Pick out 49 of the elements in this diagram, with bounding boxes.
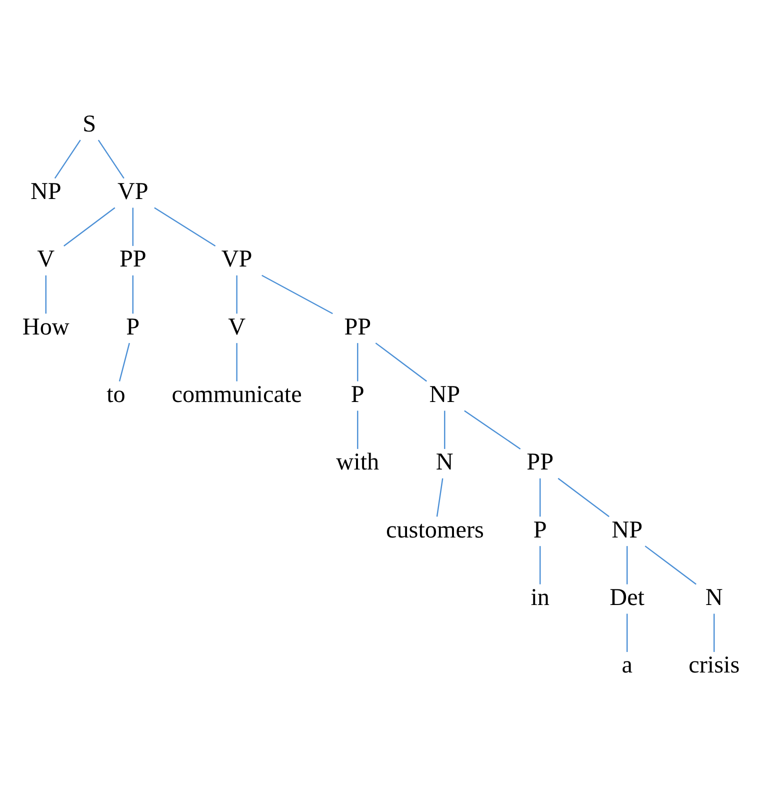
node-text: a [622,652,632,679]
connector [262,274,333,314]
connector [436,478,444,517]
connector [540,478,541,517]
connector [236,343,238,382]
node-text: with [336,448,380,476]
node-text: S [82,110,96,138]
node-text: P [350,381,364,408]
node-text: NP [429,381,460,408]
connector [375,342,427,382]
connector [357,343,358,382]
connector [132,275,134,314]
connector [714,614,715,652]
node-text: PP [344,313,372,340]
node-text: Det [610,584,645,612]
node-text: PP [526,448,554,476]
connector [444,410,446,449]
node-text: NP [30,178,62,206]
connector [464,410,521,450]
node-text: V [228,313,246,340]
node-text: PP [119,246,146,273]
node-text: crisis [688,652,740,679]
node-text: NP [612,516,643,544]
node-text: VP [117,178,148,206]
node-text: N [705,584,723,612]
connector [45,275,46,314]
connector [644,546,696,585]
node-text: How [22,313,70,340]
connector [64,207,116,246]
connector [558,478,610,518]
node-text: P [126,313,140,340]
connector [98,140,124,179]
connector [626,614,628,652]
node-text: customers [386,516,484,544]
connector [236,275,238,314]
node-text: communicate [172,381,302,408]
connector [540,546,541,584]
node-text: P [533,516,547,544]
node-text: V [37,246,55,273]
connector [132,208,134,246]
node-text: in [530,584,550,612]
connector [154,207,216,246]
node-text: VP [221,246,252,273]
connector [54,140,81,179]
connector [626,546,628,584]
connector [118,342,130,382]
node-text: to [106,381,126,408]
node-text: N [436,448,454,476]
connector [357,410,358,449]
